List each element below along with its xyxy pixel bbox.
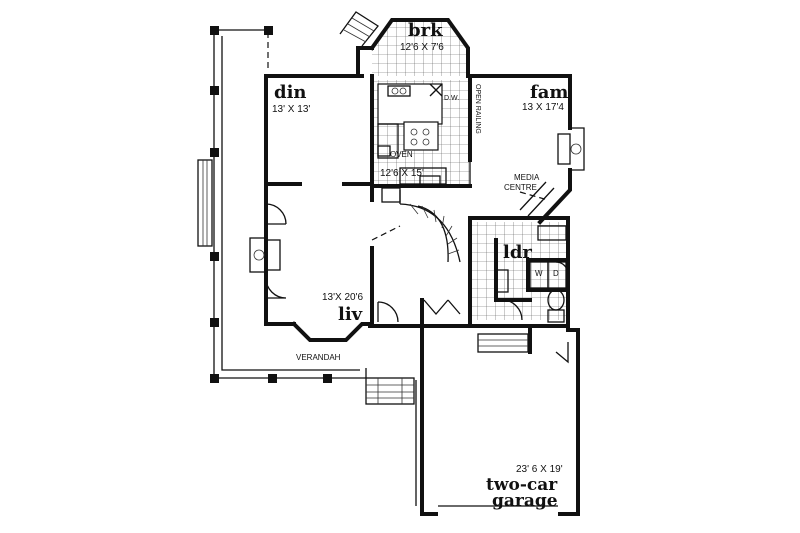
living-name: liv: [338, 304, 363, 325]
dining-dims: 13' X 13': [272, 104, 310, 115]
dishwasher-label: D.W.: [444, 95, 459, 102]
living-dims: 13'X 20'6: [322, 292, 364, 303]
laundry-name: ldr: [503, 242, 532, 263]
media-label-line1: MEDIA: [514, 173, 540, 182]
family-name: fam: [530, 82, 568, 103]
garage-name-line2: garage: [492, 491, 558, 511]
garage-name-line1: two-car: [486, 475, 558, 495]
oven-label: OVEN: [390, 150, 413, 159]
kitchen-dims: 12'6 X 15': [380, 168, 424, 179]
media-label-line2: CENTRE: [504, 183, 537, 192]
breakfast-name: brk: [408, 20, 443, 41]
garage-dims: 23' 6 X 19': [516, 464, 563, 475]
dining-name: din: [274, 82, 307, 103]
dryer-label: D: [553, 269, 559, 278]
washer-label: W: [535, 269, 543, 278]
staircase: [381, 187, 461, 263]
verandah: [197, 26, 415, 405]
exterior-walls: [264, 11, 585, 516]
family-dims: 13 X 17'4: [522, 102, 564, 113]
media-centre: [519, 181, 555, 217]
living-fireplace: [249, 237, 281, 273]
laundry-fixtures: [477, 225, 567, 353]
kitchen-fixtures: [377, 83, 447, 187]
verandah-label: VERANDAH: [296, 353, 341, 362]
breakfast-dims: 12'6 X 7'6: [400, 42, 444, 53]
open-railing-label: OPEN RAILING: [474, 84, 481, 134]
